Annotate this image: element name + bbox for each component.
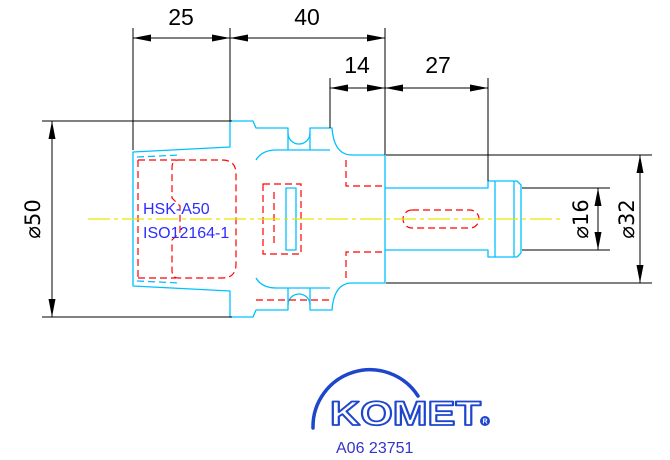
logo-wordmark: KOMET bbox=[330, 395, 481, 433]
flange-inner-bottom-line bbox=[255, 277, 330, 289]
dimension-text-40: 40 bbox=[294, 4, 320, 30]
dimension-text-25: 25 bbox=[168, 4, 194, 30]
komet-logo: KOMET R bbox=[311, 367, 490, 434]
dimension-text-14: 14 bbox=[344, 52, 370, 78]
taper-top-dashed-line bbox=[136, 154, 181, 158]
registered-mark-dot bbox=[480, 416, 490, 426]
registered-mark-letter: R bbox=[482, 419, 487, 426]
dimension-text-dia32: ⌀32 bbox=[615, 199, 639, 238]
part-number: A06 23751 bbox=[336, 440, 414, 457]
standard-label: ISO12164-1 bbox=[143, 225, 229, 242]
key-pocket bbox=[262, 183, 302, 255]
collar-bore-bottom bbox=[345, 251, 384, 278]
dimension-text-27: 27 bbox=[425, 52, 451, 78]
dimensions: 25 40 14 27 ⌀50 ⌀16 ⌀32 bbox=[21, 4, 652, 318]
holder-outer-contour bbox=[132, 120, 522, 318]
drive-key-outline bbox=[285, 187, 297, 251]
collar-bore-top bbox=[345, 160, 384, 187]
clamping-cavity bbox=[171, 159, 237, 279]
logo-arc bbox=[311, 367, 420, 430]
dimension-text-dia50: ⌀50 bbox=[21, 199, 45, 238]
taper-bottom-dashed-line bbox=[136, 280, 181, 284]
interface-label: HSK-A50 bbox=[143, 201, 210, 218]
flange-inner-top-line bbox=[255, 149, 330, 161]
dimension-text-dia16: ⌀16 bbox=[569, 199, 593, 238]
